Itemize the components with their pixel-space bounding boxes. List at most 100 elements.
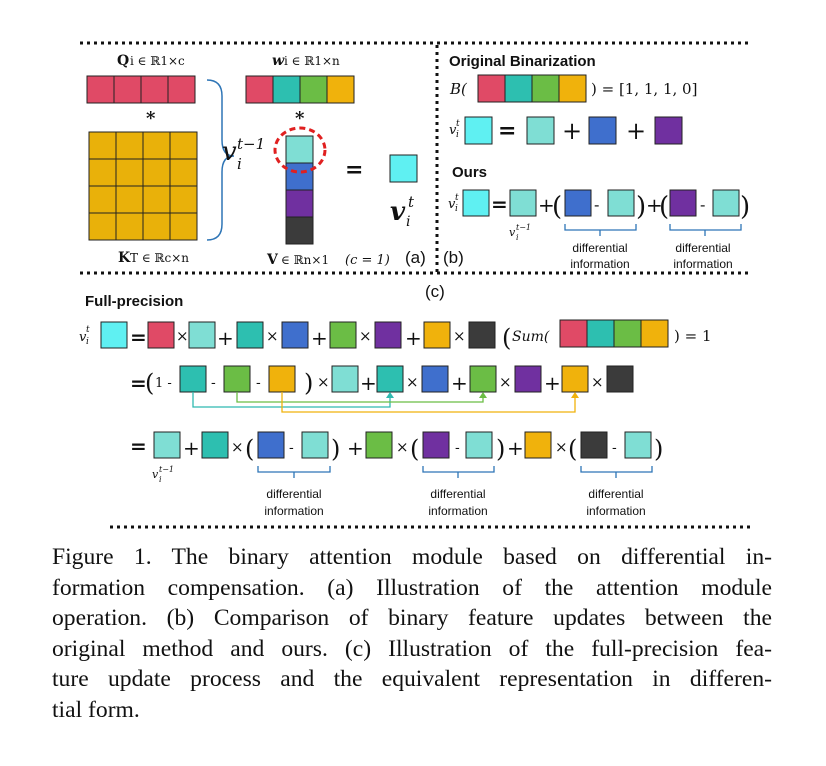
r1-eq: =: [130, 325, 147, 349]
r2-one-minus: 1 -: [155, 376, 172, 391]
w-label: w: [272, 53, 285, 69]
ours-minus2: -: [700, 195, 705, 214]
vit-ours: v: [448, 197, 456, 212]
curly-brace-a: [206, 79, 235, 241]
r3-x1: ×: [231, 438, 244, 456]
gold-cell: [88, 158, 117, 187]
orig-result-cell: [464, 116, 493, 145]
r2-m2: -: [256, 375, 261, 391]
v-label-rest: ∈ ℝn×1: [281, 253, 329, 267]
r3-open2: (: [410, 435, 419, 463]
green-cell: [299, 75, 328, 104]
panel-c: (c) Full-precision v t i = × + × + × + ×…: [79, 282, 712, 518]
r3-close3: ): [654, 435, 663, 463]
orange-arrow: [281, 392, 576, 413]
r2-m1: -: [211, 375, 216, 391]
diff-b2-line1: differential: [675, 241, 730, 255]
diff-b1-line1: differential: [572, 241, 627, 255]
vt-sub: i: [406, 214, 410, 230]
r2-teal2: [376, 365, 404, 393]
bracket-c3: [580, 466, 653, 478]
r3-close1: ): [331, 435, 340, 463]
bracket-c2: [422, 466, 495, 478]
teal-cell: [504, 74, 533, 103]
r3-eq: =: [130, 434, 147, 458]
w-vector: [245, 75, 355, 104]
gold-cell: [115, 185, 144, 214]
ours-close1: ): [636, 192, 646, 222]
purple-cell: [285, 189, 314, 218]
r3-dark: [580, 431, 608, 459]
v-vector: [285, 135, 314, 245]
caption-line: tial form.: [52, 696, 140, 723]
caption-line: formation compensation. (a) Illustration…: [52, 574, 772, 601]
c-vit-sup: t: [86, 325, 90, 335]
r2-green2: [469, 365, 497, 393]
panel-dividers: [80, 41, 750, 529]
diff-c3-line1: differential: [588, 487, 643, 501]
r1-sum-result: ) = 1: [674, 327, 712, 345]
equals-a: =: [345, 157, 363, 183]
green-cell: [531, 74, 560, 103]
teal-arrowhead: [386, 392, 394, 398]
r1-dark: [468, 321, 496, 349]
v-label: V: [266, 252, 279, 268]
binarize-func: B(: [449, 80, 468, 98]
teal-cell: [272, 75, 301, 104]
red-cell: [140, 75, 169, 104]
ours-teal-cell2: [712, 189, 740, 217]
ours-eq: =: [491, 192, 508, 216]
r2-x2: ×: [406, 373, 419, 391]
caption-line: original method and ours. (c) Illustrati…: [52, 635, 772, 662]
vt1-sup: t−1: [237, 135, 265, 153]
panel-a: Q i ∈ ℝ1×c * K T ∈ ℝc×n w i ∈ ℝ1×n * v: [86, 53, 426, 268]
r3-m1: -: [289, 440, 294, 456]
orange-cell: [558, 74, 587, 103]
vt1-symbol: v: [222, 137, 237, 167]
diff-b1-line2: information: [570, 257, 629, 271]
ours-result-cell: [462, 189, 490, 217]
r2-orange2: [561, 365, 589, 393]
r1-result-cell: [100, 321, 128, 349]
ours-purple-cell: [669, 189, 697, 217]
gold-cell: [115, 158, 144, 187]
diff-c2-line2: information: [428, 504, 487, 518]
r1-orange: [423, 321, 451, 349]
r3-m3: -: [612, 440, 617, 456]
r1-red: [147, 321, 175, 349]
r1-x4: ×: [453, 327, 466, 345]
r1-sum: Sum(: [512, 329, 550, 345]
r1-p3: +: [405, 326, 422, 350]
diff-c1-line2: information: [264, 504, 323, 518]
ours-teal-cell1: [607, 189, 635, 217]
r2-blue: [421, 365, 449, 393]
r1-purple: [374, 321, 402, 349]
r3-vt1: [153, 431, 181, 459]
r2-purple: [514, 365, 542, 393]
vit-orig-sub: i: [456, 130, 459, 140]
q-vector: [86, 75, 196, 104]
ours-vt1-cell: [509, 189, 537, 217]
r2-p1: +: [360, 371, 377, 395]
lteal-cell: [285, 135, 314, 164]
caption-line: ture update process and the equivalent r…: [52, 666, 772, 692]
r1-blue: [281, 321, 309, 349]
blue-cell: [285, 162, 314, 191]
r2-close: ): [304, 369, 313, 397]
k-label-rest: T ∈ ℝc×n: [130, 251, 189, 265]
r1-x2: ×: [266, 327, 279, 345]
sum-vector: [559, 319, 669, 348]
r1-x3: ×: [359, 327, 372, 345]
r2-eq: =: [130, 371, 147, 395]
r2-x3: ×: [499, 373, 512, 391]
r3-vt1-v: v: [152, 468, 159, 481]
panel-c-tag: (c): [425, 282, 445, 301]
r3-lteal1: [301, 431, 329, 459]
r1-p2: +: [311, 326, 328, 350]
vit-ours-sub: i: [455, 204, 458, 214]
ours-close2: ): [740, 192, 750, 222]
green-arrow: [236, 392, 484, 403]
diff-c3-line2: information: [586, 504, 645, 518]
gold-cell: [88, 131, 117, 160]
k-label: K: [118, 250, 131, 266]
